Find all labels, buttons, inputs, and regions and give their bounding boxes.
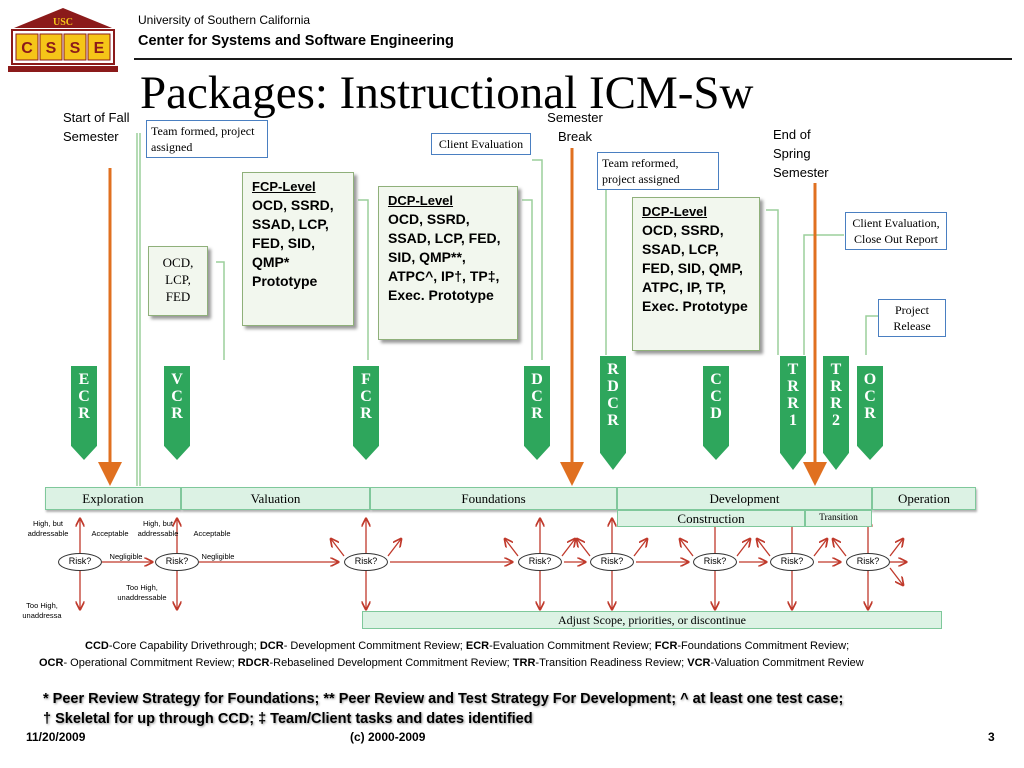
svg-text:E: E <box>94 40 105 57</box>
university-name: University of Southern California <box>138 13 311 27</box>
risk-label-high-addressable: High, but addressable <box>137 519 179 538</box>
phase-valuation: Valuation <box>181 487 370 510</box>
start-fall-semester-label: Start of Fall Semester <box>63 110 130 144</box>
risk-label-negligible: Negligible <box>109 552 143 561</box>
milestone-letter: C <box>864 388 876 405</box>
milestone-letter: R <box>171 405 183 422</box>
risk-decision-vcr: Risk? <box>155 553 199 571</box>
risk-label-acceptable: Acceptable <box>91 529 129 538</box>
milestone-letter: R <box>864 405 876 422</box>
milestone-letter: R <box>787 378 799 395</box>
svg-text:S: S <box>46 40 57 57</box>
phase-development: Development <box>617 487 872 510</box>
team-reformed-note: Team reformed, project assigned <box>597 152 719 190</box>
risk-label-acceptable: Acceptable <box>193 529 231 538</box>
footnote-line-2: † Skeletal for up through CCD; ‡ Team/Cl… <box>43 711 533 727</box>
end-spring-semester-label: End of Spring Semester <box>773 127 829 180</box>
milestone-letter: C <box>360 388 372 405</box>
phase-foundations: Foundations <box>370 487 617 510</box>
milestone-letter: D <box>710 405 722 422</box>
fcp-package-heading: FCP-Level <box>252 179 316 194</box>
risk-label-negligible: Negligible <box>201 552 235 561</box>
adjust-scope-bar: Adjust Scope, priorities, or discontinue <box>362 611 942 629</box>
legend-line-1: CCD-Core Capability Drivethrough; DCR- D… <box>85 640 850 652</box>
milestone-letter: R <box>830 395 842 412</box>
milestone-letter: 1 <box>789 412 797 429</box>
milestone-letter: R <box>787 395 799 412</box>
phase-exploration: Exploration <box>45 487 181 510</box>
footer-date: 11/20/2009 <box>26 730 86 744</box>
milestone-letter: C <box>531 388 543 405</box>
risk-decision-ecr: Risk? <box>58 553 102 571</box>
milestone-letter: R <box>531 405 543 422</box>
logo-usc-text: USC <box>53 17 73 28</box>
risk-label-too-high-left: Too High, unaddressa <box>22 601 62 620</box>
risk-label-too-high: Too High, unaddressable <box>117 583 167 602</box>
milestone-letter: 2 <box>832 412 840 429</box>
dcp-package-box-2: DCP-Level OCD, SSRD, SSAD, LCP, FED, SID… <box>632 197 760 351</box>
milestone-letter: R <box>360 405 372 422</box>
milestone-letter: T <box>787 361 799 378</box>
project-release-note: Project Release <box>878 299 946 337</box>
milestone-letter: R <box>607 412 619 429</box>
milestone-letter: T <box>830 361 842 378</box>
risk-decision-dcr: Risk? <box>518 553 562 571</box>
milestone-letter: C <box>710 371 722 388</box>
header-divider <box>134 58 1012 60</box>
footer-page-number: 3 <box>988 730 995 744</box>
dcp-package-body: OCD, SSRD, SSAD, LCP, FED, SID, QMP**, A… <box>388 211 501 303</box>
footnote-line-1: * Peer Review Strategy for Foundations; … <box>43 691 844 707</box>
fcp-package-box: FCP-Level OCD, SSRD, SSAD, LCP, FED, SID… <box>242 172 354 326</box>
svg-text:S: S <box>70 40 81 57</box>
milestone-letter: R <box>78 405 90 422</box>
client-evaluation-note: Client Evaluation <box>431 133 531 155</box>
phase-construction: Construction <box>617 510 805 527</box>
milestone-letter: C <box>607 395 619 412</box>
client-evaluation-closeout-note: Client Evaluation, Close Out Report <box>845 212 947 250</box>
risk-decision-trr1: Risk? <box>770 553 814 571</box>
milestone-letter: E <box>78 371 90 388</box>
milestone-letter: C <box>78 388 90 405</box>
team-formed-note: Team formed, project assigned <box>146 120 268 158</box>
dcp-package-body: OCD, SSRD, SSAD, LCP, FED, SID, QMP, ATP… <box>642 222 748 314</box>
risk-decision-rdcr: Risk? <box>590 553 634 571</box>
footer-copyright: (c) 2000-2009 <box>350 730 426 744</box>
fcp-package-body: OCD, SSRD, SSAD, LCP, FED, SID, QMP* Pro… <box>252 197 334 289</box>
milestone-letter: O <box>863 371 877 388</box>
milestone-letter: C <box>171 388 183 405</box>
dcp-package-heading: DCP-Level <box>388 193 454 208</box>
vcr-package-box: OCD, LCP, FED <box>148 246 208 316</box>
usc-csse-logo: USC C S S E <box>6 6 121 76</box>
risk-decision-fcr: Risk? <box>344 553 388 571</box>
risk-decision-trr2: Risk? <box>846 553 890 571</box>
milestone-letter: D <box>531 371 543 388</box>
milestone-letter: C <box>710 388 722 405</box>
milestone-letter: F <box>361 371 371 388</box>
svg-text:C: C <box>21 40 33 57</box>
milestone-letter: R <box>607 361 619 378</box>
risk-label-high-addressable: High, but addressable <box>27 519 69 538</box>
center-name: Center for Systems and Software Engineer… <box>138 33 454 49</box>
dcp-package-heading: DCP-Level <box>642 204 708 219</box>
risk-decision-ccd: Risk? <box>693 553 737 571</box>
phase-operation: Operation <box>872 487 976 510</box>
milestone-letter: D <box>607 378 619 395</box>
milestone-letter: R <box>830 378 842 395</box>
legend-line-2: OCR- Operational Commitment Review; RDCR… <box>39 657 864 669</box>
milestone-letter: V <box>171 371 183 388</box>
dcp-package-box-1: DCP-Level OCD, SSRD, SSAD, LCP, FED, SID… <box>378 186 518 340</box>
semester-break-label: Semester Break <box>547 110 603 144</box>
phase-transition: Transition <box>805 510 872 527</box>
page-title: Packages: Instructional ICM-Sw <box>140 67 754 119</box>
